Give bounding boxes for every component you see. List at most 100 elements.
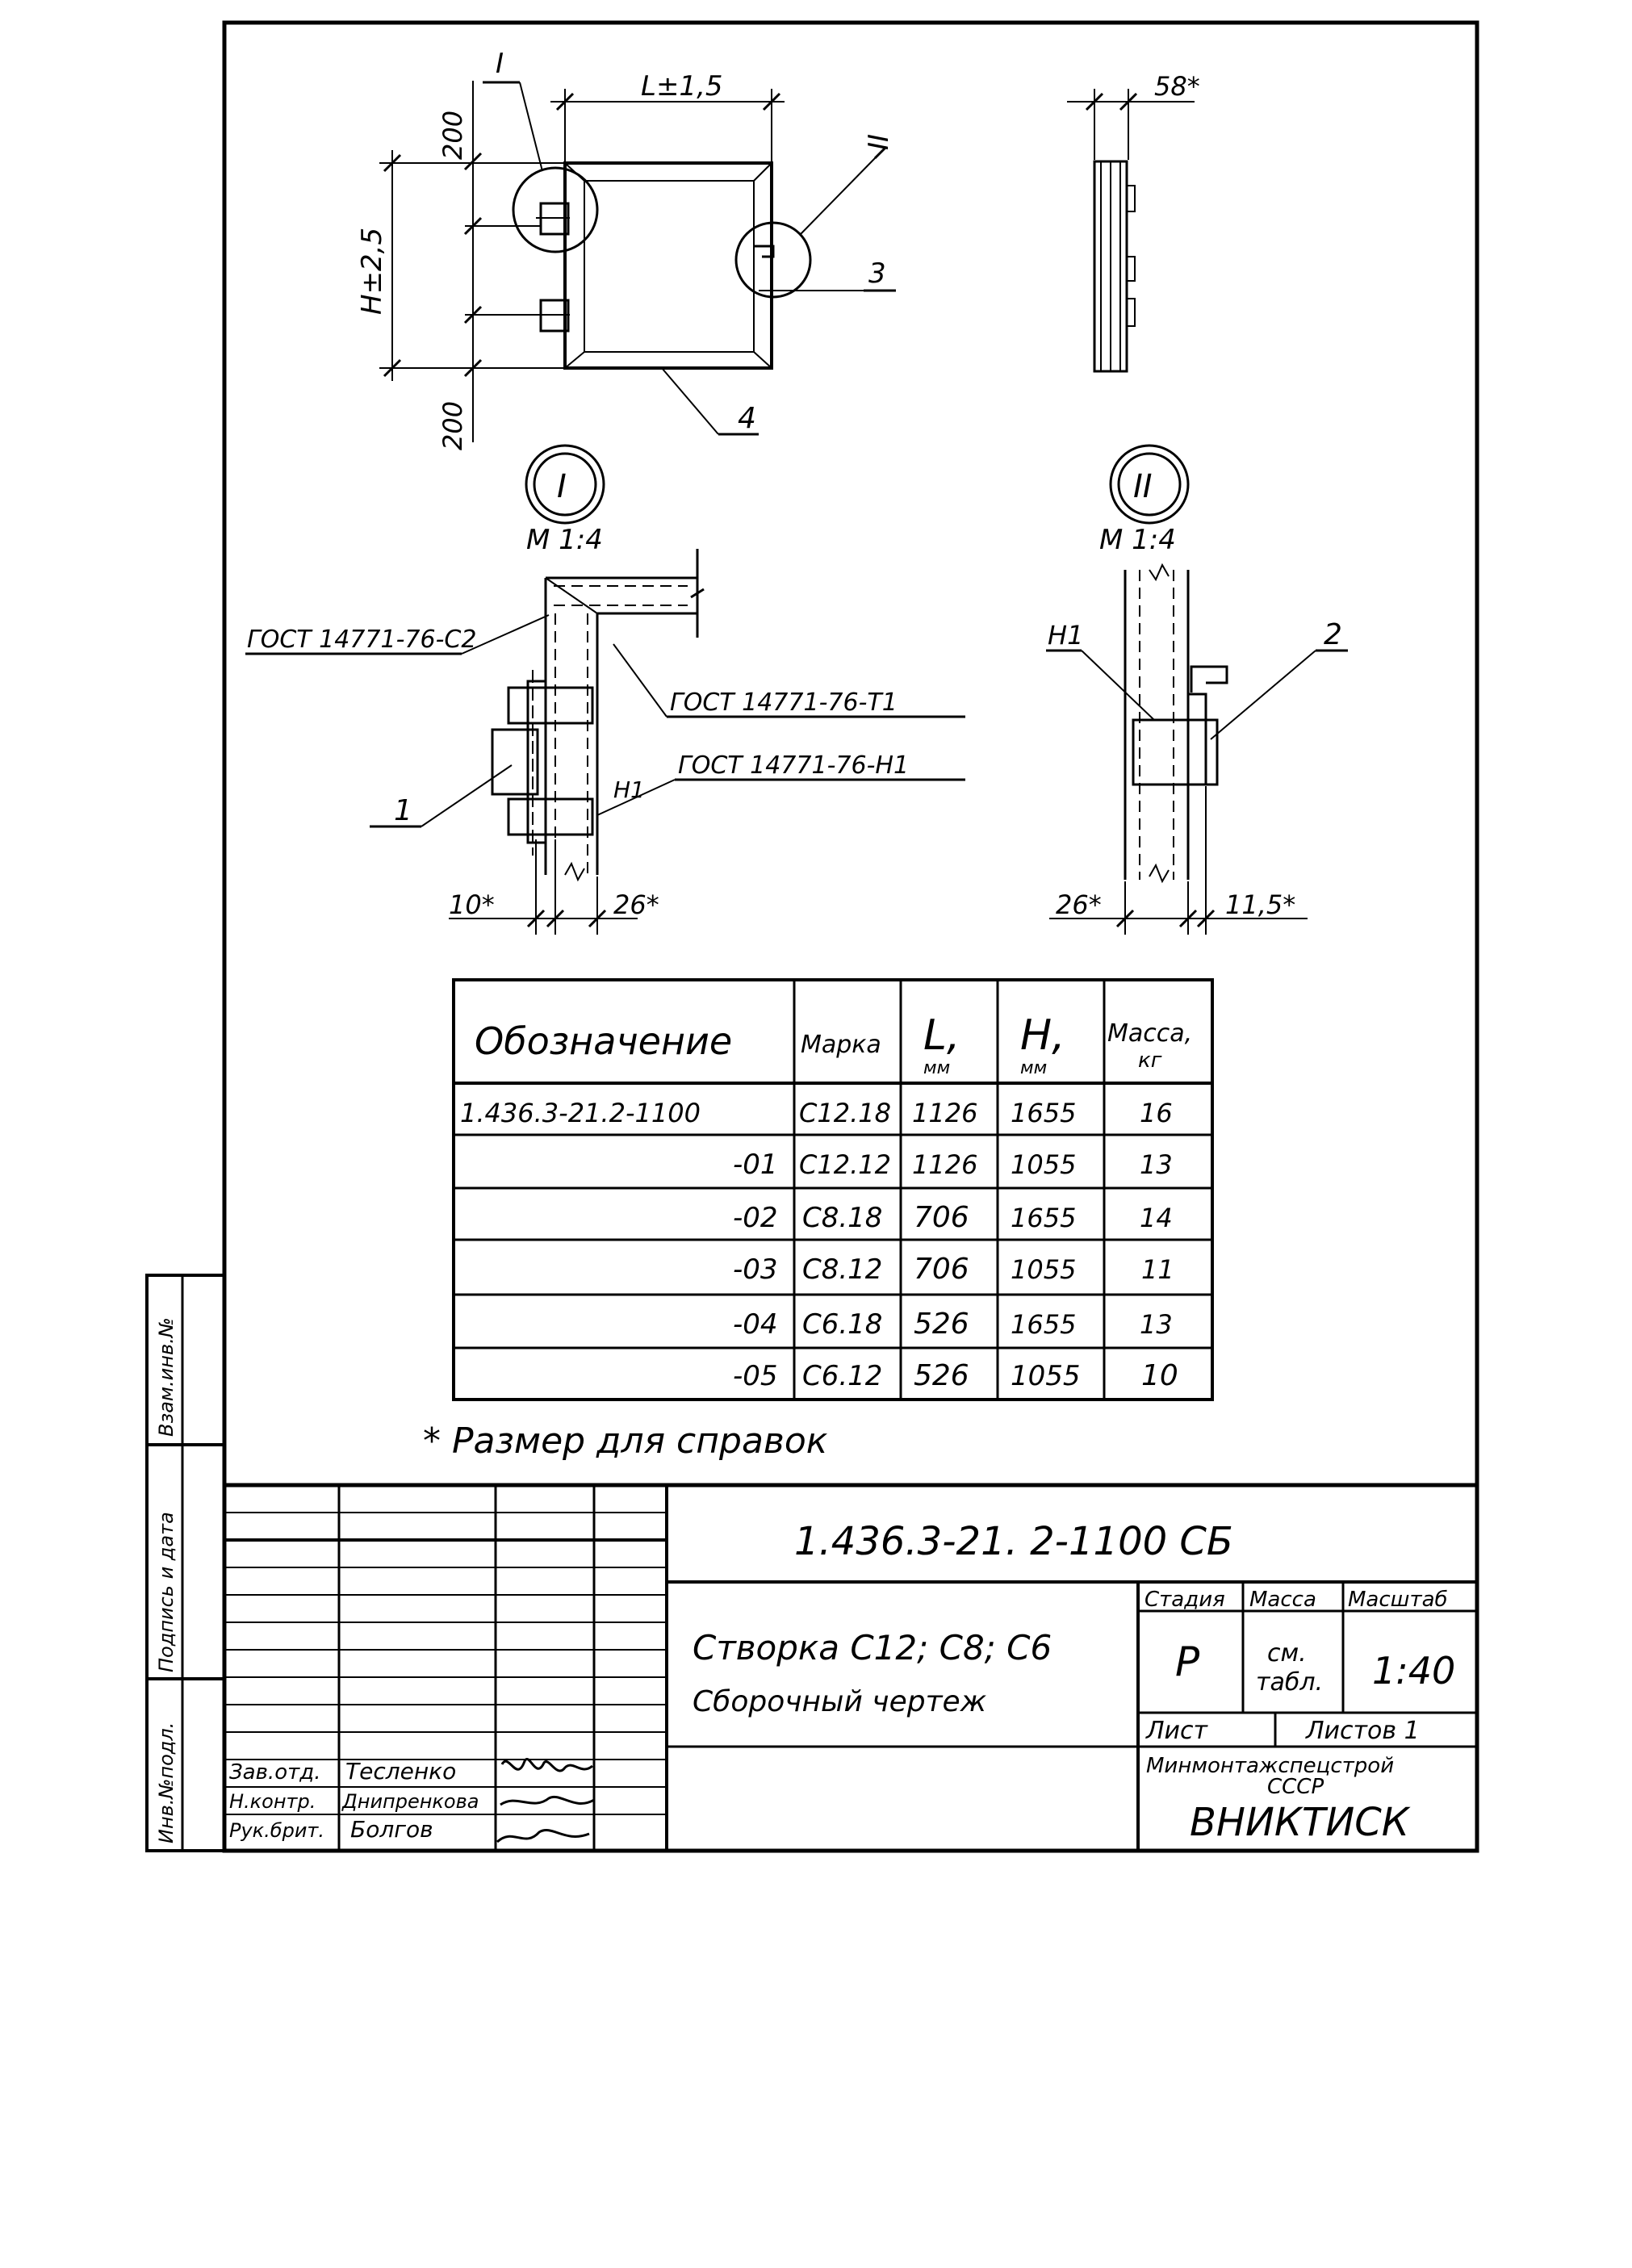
person-role: Н.контр.: [229, 1790, 316, 1813]
drawing-frame: [222, 20, 1479, 1853]
detail-2-scale: М 1:4: [1099, 524, 1176, 556]
detail-1-dim-right: 26*: [613, 889, 659, 920]
detail-2-dim-left: 26*: [1056, 889, 1102, 920]
dim-width-label: L±1,5: [641, 70, 723, 103]
document-name-line1: Створка С12; С8; С6: [693, 1628, 1052, 1668]
signature-2: [500, 1795, 595, 1806]
detail-2-marker-outer: [1109, 444, 1190, 525]
row-designation: -04: [733, 1308, 778, 1341]
callout-1-label: I: [496, 48, 504, 80]
stamp-inv-label: Инв.№подл.: [155, 1722, 178, 1843]
detail-1-scale: М 1:4: [526, 524, 603, 556]
row-mark: С6.18: [802, 1308, 882, 1341]
row-designation: -05: [733, 1360, 778, 1392]
signature-3: [496, 1829, 590, 1843]
mass-value-line1: см.: [1267, 1639, 1307, 1668]
row-height: 1655: [1011, 1203, 1076, 1233]
document-name-line2: Сборочный чертеж: [693, 1685, 987, 1718]
detail-1-labels: I М 1:4 ГОСТ 14771-76-С2 ГОСТ 14771-76-Т…: [247, 468, 909, 920]
row-mass: 11: [1141, 1254, 1174, 1285]
title-block: [224, 1483, 1477, 1851]
row-mass: 13: [1140, 1149, 1173, 1180]
detail-1-marker-outer: [525, 444, 605, 525]
stage-value: Р: [1175, 1638, 1200, 1685]
sheet-label: Лист: [1145, 1717, 1209, 1745]
table-row: -01 С12.12 1126 1055 13: [733, 1149, 1173, 1181]
callout-circle-1: [512, 166, 599, 253]
col-header-mass: Масса,: [1107, 1019, 1192, 1048]
detail-1-marker-inner: [533, 452, 597, 517]
row-designation: -03: [733, 1253, 778, 1286]
row-mark: С12.12: [799, 1149, 891, 1180]
sheets-count-label: Листов 1: [1305, 1717, 1420, 1745]
person-name: Тесленко: [345, 1758, 456, 1785]
callout-2-label: II: [863, 134, 895, 150]
detail-2-weld-label: Н1: [1048, 620, 1083, 651]
detail-2-dim-right: 11,5*: [1225, 889, 1295, 920]
col-header-length: L,: [923, 1011, 960, 1060]
detail-2-marker-inner: [1117, 452, 1182, 517]
row-height: 1055: [1011, 1149, 1076, 1180]
stamp-vzam-label: Взам.инв.№: [155, 1317, 178, 1437]
row-designation: -02: [733, 1202, 778, 1234]
detail-1-number: I: [557, 468, 567, 505]
dim-offset-bottom-label: 200: [437, 401, 468, 450]
front-view: [379, 81, 896, 442]
scale-label: Масштаб: [1348, 1588, 1448, 1612]
row-height: 1655: [1011, 1098, 1076, 1128]
dim-offset-top-label: 200: [437, 111, 468, 160]
row-height: 1055: [1011, 1360, 1081, 1392]
col-header-designation: Обозначение: [475, 1019, 732, 1063]
row-mark: С8.12: [802, 1253, 882, 1286]
col-header-length-unit: мм: [923, 1058, 950, 1078]
scale-value: 1:40: [1372, 1649, 1455, 1693]
detail-2: [1046, 444, 1348, 935]
stage-label: Стадия: [1144, 1588, 1225, 1612]
row-mass: 10: [1141, 1359, 1178, 1392]
row-length: 526: [914, 1308, 969, 1341]
detail-1: [245, 444, 965, 935]
row-mark: С6.12: [802, 1360, 882, 1392]
table-row: -02 С8.18 706 1655 14: [733, 1201, 1173, 1234]
table-row: -04 С6.18 526 1655 13: [733, 1308, 1173, 1341]
detail-1-dim-left: 10*: [449, 889, 495, 920]
detail-2-number: II: [1133, 468, 1153, 505]
table-row: -05 С6.12 526 1055 10: [733, 1359, 1178, 1392]
row-mark: С8.18: [802, 1202, 882, 1234]
col-header-height-unit: мм: [1020, 1058, 1047, 1078]
ministry-line2: СССР: [1267, 1775, 1324, 1799]
side-view: [1067, 89, 1195, 373]
stamp-podpis-label: Подпись и дата: [155, 1512, 178, 1672]
callout-circle-2: [734, 221, 812, 299]
signature-1: [500, 1758, 593, 1772]
row-length: 1126: [912, 1149, 977, 1180]
weld-t1-label: ГОСТ 14771-76-Т1: [670, 688, 898, 717]
person-role: Зав.отд.: [229, 1760, 320, 1785]
row-length: 526: [914, 1359, 969, 1392]
spec-table: Обозначение Марка L, мм H, мм Масса, кг …: [452, 978, 1214, 1401]
side-thickness-label: 58*: [1154, 71, 1200, 102]
row-mass: 13: [1140, 1309, 1173, 1340]
table-row: 1.436.3-21.2-1100 С12.18 1126 1655 16: [460, 1098, 1173, 1128]
weld-c2-label: ГОСТ 14771-76-С2: [247, 626, 476, 654]
table-row: -03 С8.12 706 1055 11: [733, 1253, 1174, 1286]
document-code: 1.436.3-21. 2-1100 СБ: [794, 1519, 1233, 1564]
position-2-label: 2: [1324, 618, 1342, 651]
row-designation: -01: [733, 1149, 778, 1181]
row-height: 1655: [1011, 1309, 1076, 1340]
row-mass: 14: [1140, 1203, 1173, 1233]
mass-label: Масса: [1249, 1588, 1316, 1612]
row-designation: 1.436.3-21.2-1100: [460, 1098, 701, 1128]
detail-1-leg-label: Н1: [613, 776, 645, 803]
side-stamp: [145, 1274, 226, 1852]
col-header-mark: Марка: [801, 1031, 881, 1059]
row-height: 1055: [1011, 1254, 1076, 1285]
position-3-label: 3: [868, 257, 886, 290]
mass-value-line2: табл.: [1256, 1668, 1323, 1697]
person-role: Рук.брит.: [229, 1819, 324, 1842]
row-length: 706: [914, 1201, 969, 1234]
person-name: Днипренкова: [341, 1790, 479, 1813]
reference-note: * Размер для справок: [423, 1421, 828, 1462]
person-name: Болгов: [350, 1816, 433, 1843]
